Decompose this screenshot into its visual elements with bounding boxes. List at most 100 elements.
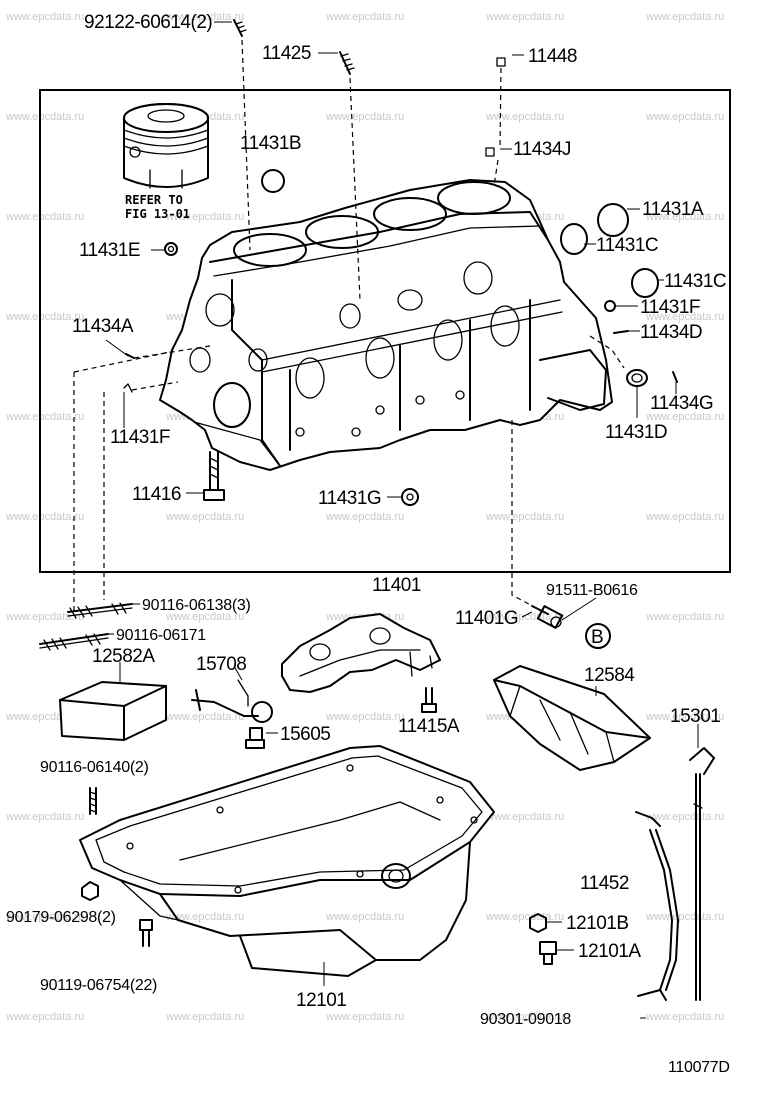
plug-11431c-b <box>631 268 659 298</box>
watermark-text: www.epcdata.ru <box>485 911 564 923</box>
label-92122-60614: 92122-60614(2) <box>84 12 212 33</box>
watermark-text: www.epcdata.ru <box>165 11 244 23</box>
stiffener-bracket <box>281 613 441 693</box>
label-11431g: 11431G <box>318 488 381 509</box>
watermark-text: www.epcdata.ru <box>5 311 84 323</box>
label-12101a: 12101A <box>578 941 641 962</box>
watermark-text: www.epcdata.ru <box>325 711 404 723</box>
watermark-text: www.epcdata.ru <box>325 11 404 23</box>
stud-90116-06138 <box>67 602 133 619</box>
baffle-12584 <box>493 665 651 771</box>
watermark-text: www.epcdata.ru <box>325 111 404 123</box>
label-11415a: 11415A <box>398 716 460 737</box>
label-11434j: 11434J <box>513 139 571 160</box>
guide-11452 <box>635 811 679 1001</box>
label-12101: 12101 <box>296 990 346 1011</box>
watermark-text: www.epcdata.ru <box>485 111 564 123</box>
refer-note-line1: REFER TO <box>125 193 183 207</box>
callout-b: B <box>591 627 603 648</box>
plug-11431f-a <box>604 300 616 312</box>
watermark-text: www.epcdata.ru <box>645 611 724 623</box>
label-11401g: 11401G <box>455 608 518 629</box>
watermark-text: www.epcdata.ru <box>165 911 244 923</box>
label-15301: 15301 <box>670 706 720 727</box>
label-11431c-a: 11431C <box>596 235 658 256</box>
label-11431d: 11431D <box>605 422 667 443</box>
watermark-text: www.epcdata.ru <box>485 611 564 623</box>
watermark-text: www.epcdata.ru <box>5 811 84 823</box>
label-90116-06171: 90116-06171 <box>116 627 206 644</box>
cylinder-block-illustration <box>159 179 613 471</box>
stud-90116-06140 <box>89 787 97 815</box>
gasket-12101b <box>529 913 547 933</box>
refer-note-line2: FIG 13-01 <box>125 207 190 221</box>
label-11431e: 11431E <box>79 240 140 261</box>
watermark-text: www.epcdata.ru <box>645 411 724 423</box>
plug-11431a <box>597 203 629 237</box>
callout-b-circle <box>585 623 611 649</box>
watermark-text: www.epcdata.ru <box>645 211 724 223</box>
drain-plug-12101a <box>539 941 557 965</box>
cylinder-block-frame <box>39 89 731 573</box>
nut-90179 <box>81 881 99 901</box>
label-12101b: 12101B <box>566 913 629 934</box>
label-11401: 11401 <box>372 575 421 596</box>
label-11431f-a: 11431F <box>640 297 700 318</box>
bolt-90119 <box>139 919 153 947</box>
label-12584: 12584 <box>584 665 635 686</box>
watermark-text: www.epcdata.ru <box>485 811 564 823</box>
label-11434d: 11434D <box>640 322 702 343</box>
watermark-text: www.epcdata.ru <box>165 511 244 523</box>
watermark-text: www.epcdata.ru <box>645 311 724 323</box>
watermark-text: www.epcdata.ru <box>5 11 84 23</box>
dipstick-15301 <box>689 747 715 1001</box>
watermark-text: www.epcdata.ru <box>645 711 724 723</box>
insulator-12582a <box>59 681 167 741</box>
label-90116-06138: 90116-06138(3) <box>142 597 250 614</box>
label-11431b: 11431B <box>240 133 301 154</box>
watermark-text: www.epcdata.ru <box>645 911 724 923</box>
plug-11431c-a <box>560 223 588 255</box>
watermark-text: www.epcdata.ru <box>325 911 404 923</box>
watermark-text: www.epcdata.ru <box>5 611 84 623</box>
piston-illustration <box>123 103 209 189</box>
watermark-text: www.epcdata.ru <box>485 511 564 523</box>
watermark-text: www.epcdata.ru <box>165 211 244 223</box>
plug-11431g <box>401 488 419 506</box>
label-90301-09018: 90301-09018 <box>480 1011 571 1028</box>
label-90179-06298: 90179-06298(2) <box>6 909 116 926</box>
plug-15605 <box>245 727 265 749</box>
label-11431f-b: 11431F <box>110 427 170 448</box>
label-91511-b0616: 91511-B0616 <box>546 582 638 599</box>
pin-11434j <box>485 147 495 157</box>
plug-11431b <box>261 169 285 193</box>
watermark-text: www.epcdata.ru <box>645 11 724 23</box>
label-11425: 11425 <box>262 43 311 64</box>
watermark-text: www.epcdata.ru <box>5 911 84 923</box>
label-11448: 11448 <box>528 46 577 67</box>
label-11434g: 11434G <box>650 393 713 414</box>
watermark-text: www.epcdata.ru <box>5 111 84 123</box>
watermark-text: www.epcdata.ru <box>485 1011 564 1023</box>
watermark-text: www.epcdata.ru <box>325 1011 404 1023</box>
label-90119-06754: 90119-06754(22) <box>40 977 157 994</box>
label-15605: 15605 <box>280 724 330 745</box>
watermark-text: www.epcdata.ru <box>645 511 724 523</box>
watermark-text: www.epcdata.ru <box>325 511 404 523</box>
watermark-text: www.epcdata.ru <box>5 411 84 423</box>
watermark-text: www.epcdata.ru <box>165 711 244 723</box>
reference-code: 110077D <box>668 1059 730 1076</box>
watermark-text: www.epcdata.ru <box>5 511 84 523</box>
stud-90116-06171 <box>39 633 109 651</box>
watermark-text: www.epcdata.ru <box>165 611 244 623</box>
bolt-11415a <box>421 687 437 713</box>
strainer-bracket-15708 <box>191 679 273 723</box>
plug-11431f-b <box>123 383 133 393</box>
watermark-text: www.epcdata.ru <box>5 1011 84 1023</box>
pin-11434a <box>125 353 135 359</box>
label-15708: 15708 <box>196 654 246 675</box>
watermark-text: www.epcdata.ru <box>645 1011 724 1023</box>
pin-11434d <box>613 330 629 334</box>
